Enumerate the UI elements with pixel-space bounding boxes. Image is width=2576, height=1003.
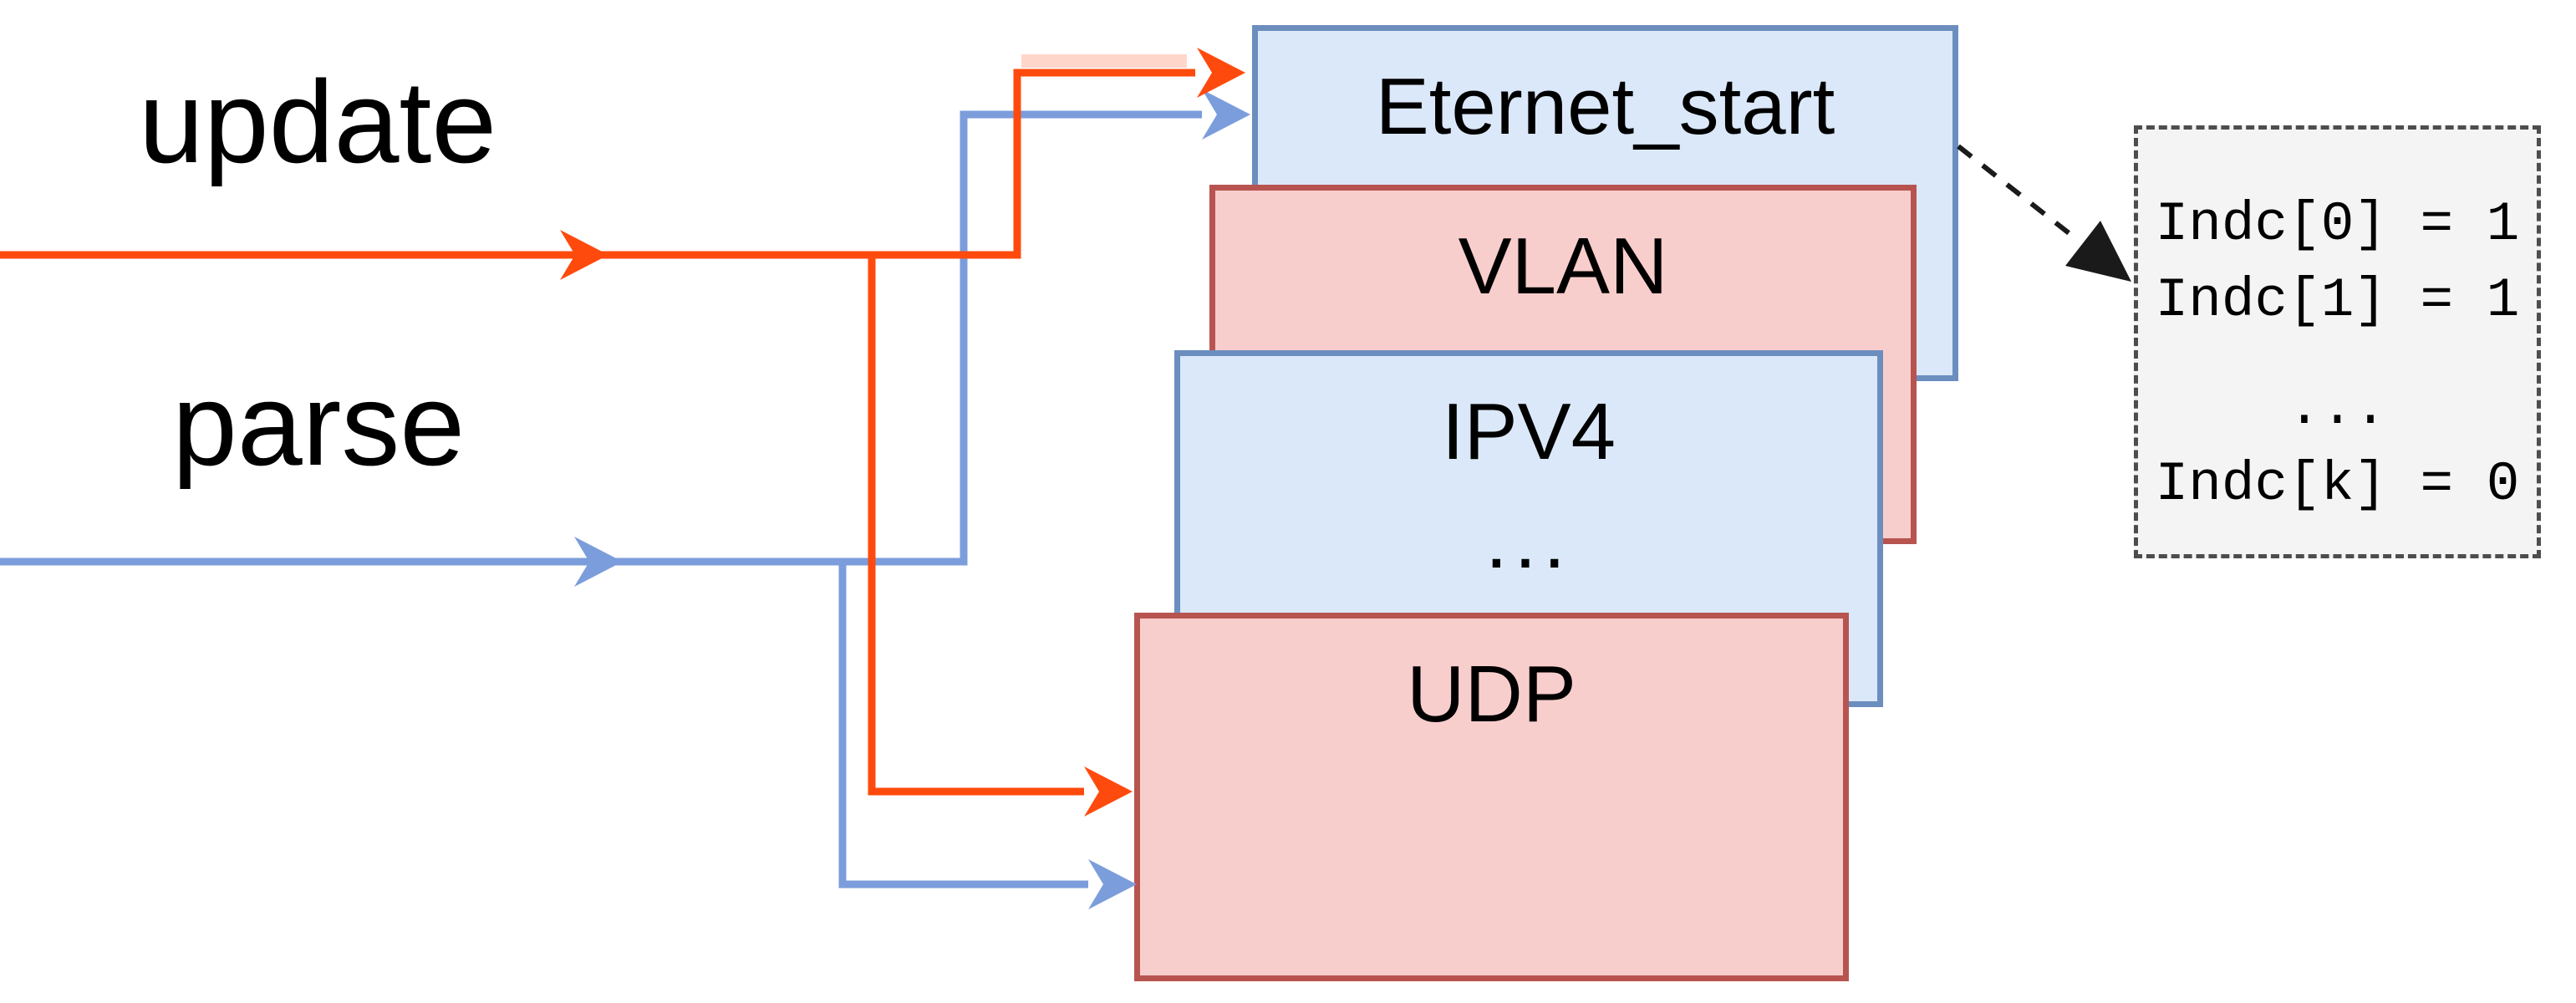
indicator-line: Indc[0] = 1: [2155, 193, 2520, 256]
update-mid-arrowhead-icon: [560, 230, 608, 280]
update-ethernet-arrowhead-icon: [1197, 48, 1245, 98]
parse-arrow: [0, 89, 1250, 909]
parse-flow-label: parse: [172, 359, 466, 490]
udp-box-label: UDP: [1407, 649, 1576, 739]
indicator-ellipsis: ...: [2288, 377, 2387, 440]
vlan-box-label: VLAN: [1458, 221, 1668, 311]
result-dashed-path: [1957, 144, 2077, 241]
ethernet-start-box-label: Eternet_start: [1375, 62, 1835, 151]
ipv4-box-label: IPV4: [1441, 387, 1616, 476]
update-udp-arrowhead-icon: [1084, 766, 1133, 817]
update-to-udp-path: [868, 255, 1084, 796]
parse-to-udp-path: [838, 562, 1088, 888]
indicator-line: Indc[k] = 0: [2155, 453, 2520, 516]
update-flow-label: update: [139, 56, 497, 187]
update-arrow: [0, 48, 1245, 817]
ipv4-box-ellipsis: ...: [1484, 496, 1572, 585]
parse-to-ethernet-path: [0, 110, 1202, 566]
result-dashed-arrow: [1957, 144, 2131, 282]
parse-ethernet-arrowhead-icon: [1202, 89, 1250, 140]
result-arrowhead-icon: [2065, 221, 2131, 282]
parse-udp-arrowhead-icon: [1088, 859, 1137, 909]
update-to-ethernet-path: [0, 69, 1195, 259]
udp-box: UDP: [1134, 613, 1849, 981]
parse-mid-arrowhead-icon: [574, 537, 623, 587]
indicator-line: Indc[1] = 1: [2155, 269, 2520, 332]
indicator-result-box: Indc[0] = 1 Indc[1] = 1 ... Indc[k] = 0: [2134, 125, 2541, 558]
